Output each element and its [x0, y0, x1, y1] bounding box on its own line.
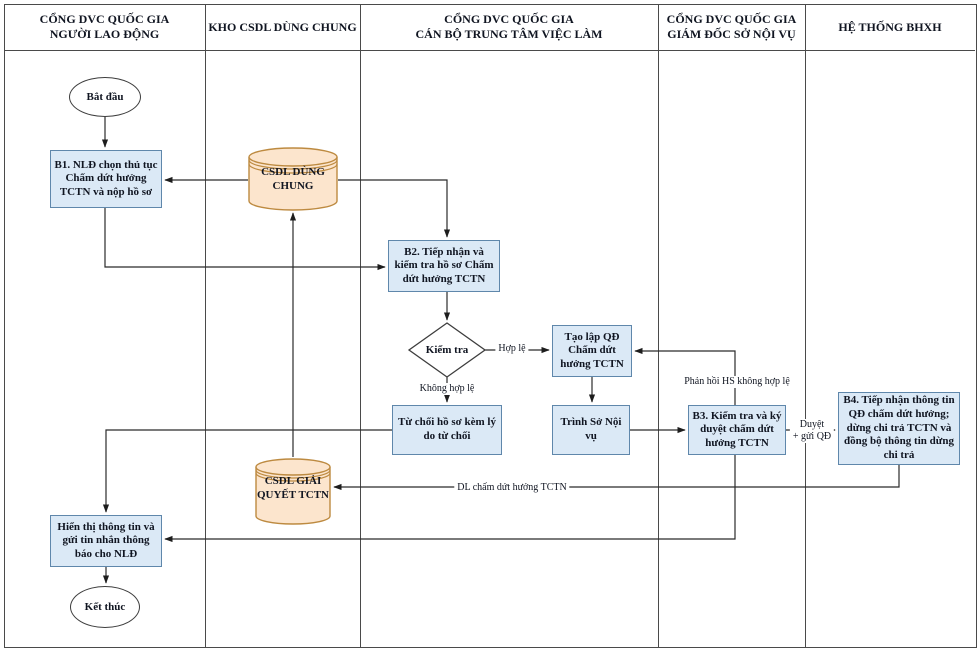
- lane-header-can-bo-ttvl: CỔNG DVC QUỐC GIA CÁN BỘ TRUNG TÂM VIỆC …: [415, 12, 603, 41]
- process-hien-thi: Hiển thị thông tin và gửi tin nhắn thông…: [50, 515, 162, 567]
- edge-label-khong-hop-le: Không hợp lệ: [416, 383, 478, 395]
- lane-header-kho-csdl: KHO CSDL DÙNG CHUNG: [208, 19, 357, 34]
- start-node: Bắt đầu: [69, 77, 141, 117]
- process-tu-choi: Từ chối hồ sơ kèm lý do từ chối: [392, 405, 502, 455]
- process-b3: B3. Kiểm tra và ký duyệt chấm dứt hưởng …: [688, 405, 786, 455]
- decision-kiem-tra: Kiểm tra: [409, 323, 485, 377]
- edge-label-hop-le: Hợp lệ: [495, 343, 529, 355]
- datastore-csdl-dung-chung: CSDL DÙNG CHUNG: [248, 147, 338, 211]
- lane-divider-2: [360, 4, 361, 647]
- process-b4: B4. Tiếp nhận thông tin QĐ chấm dứt hưởn…: [838, 392, 960, 465]
- process-b4-label: B4. Tiếp nhận thông tin QĐ chấm dứt hưởn…: [843, 394, 955, 461]
- process-tao-lap-qd: Tạo lập QĐ Chấm dứt hưởng TCTN: [552, 325, 632, 377]
- process-b3-label: B3. Kiểm tra và ký duyệt chấm dứt hưởng …: [692, 409, 782, 449]
- edge-label-dl-cham-dut: DL chấm dứt hưởng TCTN: [454, 482, 570, 494]
- process-tao-lap-qd-label: Tạo lập QĐ Chấm dứt hưởng TCTN: [560, 330, 624, 370]
- cylinder-icon: [248, 147, 338, 211]
- edge-label-duyet-gui-qd: Duyệt + gửi QĐ: [789, 419, 835, 443]
- lane-divider-4: [805, 4, 806, 647]
- process-b1: B1. NLĐ chọn thủ tục Chấm dứt hưởng TCTN…: [50, 150, 162, 208]
- lane-divider-3: [658, 4, 659, 647]
- lane-header-bhxh: HỆ THỐNG BHXH: [838, 19, 942, 34]
- datastore-csdl-giai-quyet-label: CSDL GIẢI QUYẾT TCTN: [256, 475, 330, 501]
- lane-header-nguoi-lao-dong: CỔNG DVC QUỐC GIA NGƯỜI LAO ĐỘNG: [39, 12, 170, 41]
- end-node: Kết thúc: [70, 586, 140, 628]
- start-label: Bắt đầu: [86, 91, 124, 103]
- process-trinh-so-noi-vu: Trình Sở Nội vụ: [552, 405, 630, 455]
- lane-header-giam-doc-snv: CỔNG DVC QUỐC GIA GIÁM ĐỐC SỞ NỘI VỤ: [666, 12, 797, 41]
- cylinder-icon: [255, 458, 331, 525]
- process-trinh-so-noi-vu-label: Trình Sở Nội vụ: [560, 416, 622, 442]
- datastore-csdl-dung-chung-label: CSDL DÙNG CHUNG: [261, 166, 325, 192]
- process-b1-label: B1. NLĐ chọn thủ tục Chấm dứt hưởng TCTN…: [54, 158, 158, 198]
- lane-divider-1: [205, 4, 206, 647]
- header-separator: [4, 50, 975, 51]
- edge-label-duyet: Duyệt: [799, 419, 825, 430]
- end-label: Kết thúc: [84, 601, 126, 613]
- process-b2-label: B2. Tiếp nhận và kiểm tra hồ sơ Chấm dứt…: [394, 245, 494, 285]
- edge-label-phan-hoi-hs: Phản hồi HS không hợp lệ: [681, 376, 793, 388]
- process-b2: B2. Tiếp nhận và kiểm tra hồ sơ Chấm dứt…: [388, 240, 500, 292]
- decision-diamond-shape: [407, 322, 487, 378]
- process-tu-choi-label: Từ chối hồ sơ kèm lý do từ chối: [398, 416, 496, 442]
- decision-kiem-tra-label: Kiểm tra: [425, 344, 469, 356]
- process-hien-thi-label: Hiển thị thông tin và gửi tin nhắn thông…: [57, 520, 155, 560]
- edge-label-gui-qd: + gửi QĐ: [792, 431, 832, 442]
- datastore-csdl-giai-quyet: CSDL GIẢI QUYẾT TCTN: [255, 458, 331, 525]
- swimlane-frame: [4, 4, 977, 648]
